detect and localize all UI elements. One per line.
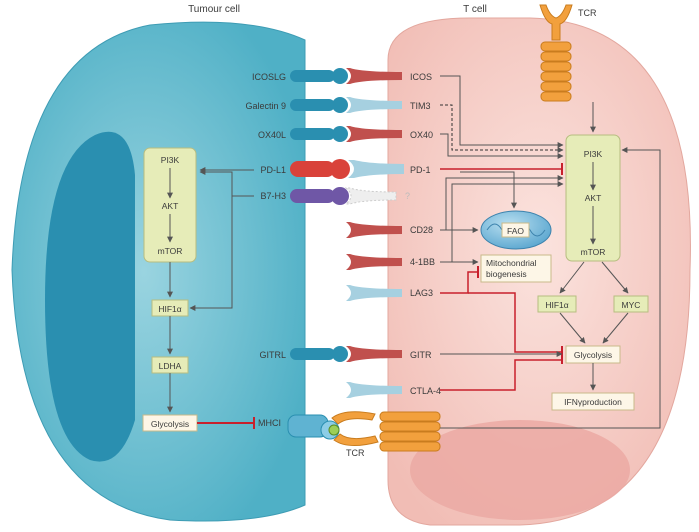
- ligand-pdl1: [290, 159, 350, 179]
- tumour-akt-label: AKT: [162, 201, 179, 211]
- receptor-ox40: [346, 126, 402, 142]
- mito-biogenesis-box: [480, 254, 552, 283]
- tcell-akt-label: AKT: [585, 193, 602, 203]
- receptor-pd1: [348, 160, 404, 178]
- ligand-gitrl: [290, 346, 348, 362]
- gitrl-label: GITRL: [259, 350, 286, 360]
- tumour-pi3k-label: PI3K: [161, 155, 180, 165]
- tcell-pi3k-akt-mtor-box: [565, 134, 621, 262]
- fao-label: FAO: [507, 226, 524, 236]
- gitr-label: GITR: [410, 350, 432, 360]
- mhci-label: MHCI: [258, 418, 281, 428]
- receptor-ctla4: [346, 382, 402, 398]
- tumour-cell-title: Tumour cell: [188, 4, 240, 15]
- ox40l-label: OX40L: [258, 130, 286, 140]
- tumour-cell-nucleus: [45, 131, 135, 462]
- receptor-unknown: [344, 187, 397, 205]
- ligand-ox40l: [290, 126, 348, 142]
- tcell-mtor-label: mTOR: [581, 247, 606, 257]
- pdl1-label: PD-L1: [260, 165, 286, 175]
- 41bb-label: 4-1BB: [410, 257, 435, 267]
- receptor-icos: [346, 68, 402, 84]
- receptor-41bb: [346, 254, 402, 270]
- fao-box: [501, 222, 530, 238]
- tcell-ifng-label: IFNγproduction: [564, 397, 622, 407]
- cd28-label: CD28: [410, 225, 433, 235]
- receptor-gitr: [346, 346, 402, 362]
- mito-biogenesis-line1: Mitochondrial: [486, 258, 537, 268]
- tcr-top: [539, 4, 573, 102]
- tcell-myc-label: MYC: [622, 300, 641, 310]
- tcell-hif1a-label: HIF1α: [545, 300, 568, 310]
- tumour-pathway: PI3K AKT mTOR HIF1α LDHA Glycolysis: [142, 147, 255, 432]
- receptor-tim3: [346, 97, 402, 113]
- receptor-cd28: [346, 222, 402, 238]
- tcell-glycolysis-label: Glycolysis: [574, 350, 612, 360]
- t-cell-nucleus: [410, 420, 630, 520]
- tumour-hif1a-label: HIF1α: [158, 304, 181, 314]
- b7h3-label: B7-H3: [260, 191, 286, 201]
- icoslg-label: ICOSLG: [252, 72, 286, 82]
- ox40-label: OX40: [410, 130, 433, 140]
- tim3-label: TIM3: [410, 101, 431, 111]
- pd1-label: PD-1: [410, 165, 431, 175]
- tcr-top-label: TCR: [578, 8, 597, 18]
- signal-connections: [440, 75, 661, 429]
- tcr-bottom: [328, 411, 441, 452]
- tumour-mtor-label: mTOR: [158, 246, 183, 256]
- ligand-galectin9: [290, 97, 348, 113]
- ligand-icoslg: [290, 68, 348, 84]
- tcell-pathway: PI3K AKT mTOR HIF1α MYC Glycolysis IFNγp…: [480, 134, 649, 411]
- lag3-label: LAG3: [410, 288, 433, 298]
- ligand-b7h3: [290, 187, 349, 205]
- tcell-ifng-box: [551, 392, 635, 411]
- tumour-ldha-label: LDHA: [159, 361, 182, 371]
- tcell-pi3k-label: PI3K: [584, 149, 603, 159]
- unknown-receptor-label: ?: [405, 191, 410, 201]
- mito-biogenesis-line2: biogenesis: [486, 269, 527, 279]
- icos-label: ICOS: [410, 72, 432, 82]
- tcell-hif1a-box: [537, 295, 577, 313]
- galectin9-label: Galectin 9: [245, 101, 286, 111]
- tcr-bottom-label: TCR: [346, 448, 365, 458]
- t-cell-title: T cell: [463, 4, 487, 15]
- tumour-glycolysis-label: Glycolysis: [151, 419, 189, 429]
- receptor-lag3: [346, 285, 402, 301]
- ctla4-label: CTLA-4: [410, 386, 441, 396]
- tcell-myc-box: [613, 295, 649, 313]
